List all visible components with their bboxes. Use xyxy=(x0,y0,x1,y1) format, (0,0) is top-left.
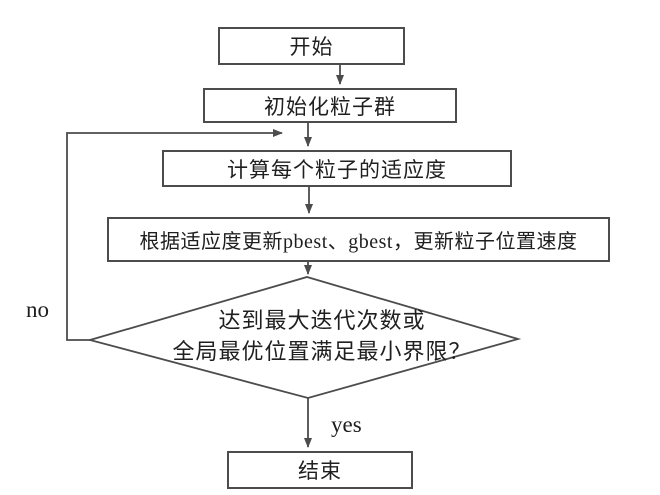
edge-label-yes: yes xyxy=(331,412,362,437)
node-update-pbest-gbest: 根据适应度更新pbest、gbest，更新粒子位置速度 xyxy=(107,217,610,262)
node-compute-fitness: 计算每个粒子的适应度 xyxy=(162,150,512,187)
decision-node-text: 达到最大迭代次数或 全局最优位置满足最小界限？ xyxy=(122,305,522,367)
node-start: 开始 xyxy=(218,27,405,65)
edge-label-no: no xyxy=(26,297,49,322)
no-loop-line xyxy=(66,129,283,341)
node-initialize-swarm: 初始化粒子群 xyxy=(203,88,457,123)
node-compute-fitness-label: 计算每个粒子的适应度 xyxy=(227,157,447,182)
node-update-pbest-gbest-label: 根据适应度更新pbest、gbest，更新粒子位置速度 xyxy=(139,231,578,253)
node-end: 结束 xyxy=(227,451,413,489)
node-end-label: 结束 xyxy=(298,459,342,483)
node-initialize-swarm-label: 初始化粒子群 xyxy=(264,94,396,119)
decision-text-line2: 全局最优位置满足最小界限？ xyxy=(172,339,472,364)
node-start-label: 开始 xyxy=(289,35,334,59)
decision-text-line1: 达到最大迭代次数或 xyxy=(218,308,426,333)
